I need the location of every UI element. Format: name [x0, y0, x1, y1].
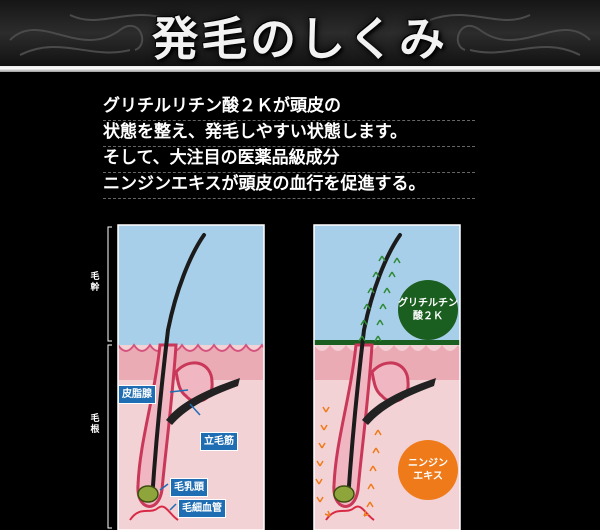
intro-line-1: グリチルリチン酸２Ｋが頭皮の: [103, 95, 475, 121]
intro-line-4: ニンジンエキスが頭皮の血行を促進する。: [103, 173, 475, 199]
skin-surface-line: [118, 343, 264, 352]
right-panel-frame: [313, 224, 461, 530]
ginseng-extract-bubble: ニンジン エキス: [398, 440, 458, 500]
hair-papilla: [333, 485, 355, 503]
hair-shaft: [346, 233, 402, 502]
glycyrrhizinate-bubble-line-2: 酸２Ｋ: [413, 311, 443, 322]
glycyrrhizinate-bubble-line-1: グリチルチン: [398, 298, 458, 309]
growth-arrows: [358, 255, 401, 342]
sebaceous-gland-label: 皮脂腺: [118, 385, 156, 404]
capillary-label: 毛細血管: [178, 499, 226, 518]
capillary-vessel: [129, 505, 179, 521]
hair-shaft: [150, 233, 206, 502]
hair-papilla: [137, 485, 159, 503]
title-banner: 発毛のしくみ: [0, 0, 600, 66]
arrector-muscle-label: 立毛筋: [200, 432, 238, 451]
arrector-muscle: [362, 378, 436, 425]
title-underline-band: [0, 66, 600, 72]
intro-line-3: そして、大注目の医薬品級成分: [103, 147, 475, 173]
ornament-decoration: [9, 14, 591, 56]
sky-area: [118, 225, 264, 345]
intro-text: グリチルリチン酸２Ｋが頭皮の 状態を整え、発毛しやすい状態します。 そして、大注…: [103, 95, 475, 199]
ginseng-extract-bubble-line-2: エキス: [413, 471, 443, 482]
glycyrrhizinate-bubble: グリチルチン 酸２Ｋ: [398, 280, 458, 340]
hair-shaft-label: 毛幹: [90, 272, 100, 293]
hair-root-label: 毛根: [90, 414, 100, 435]
papilla-label: 毛乳頭: [170, 478, 208, 497]
arrector-muscle: [166, 378, 240, 425]
left-panel-frame: [117, 224, 265, 530]
ginseng-extract-bubble-line-1: ニンジン: [408, 458, 448, 469]
circulation-arrows: [315, 406, 382, 517]
side-brackets: [107, 226, 112, 529]
left-hair-diagram: [118, 225, 264, 530]
callout-leaders: [159, 389, 201, 511]
page-title: 発毛のしくみ: [152, 12, 448, 66]
intro-line-2: 状態を整え、発毛しやすい状態します。: [103, 121, 475, 147]
green-coating-layer: [314, 340, 460, 346]
